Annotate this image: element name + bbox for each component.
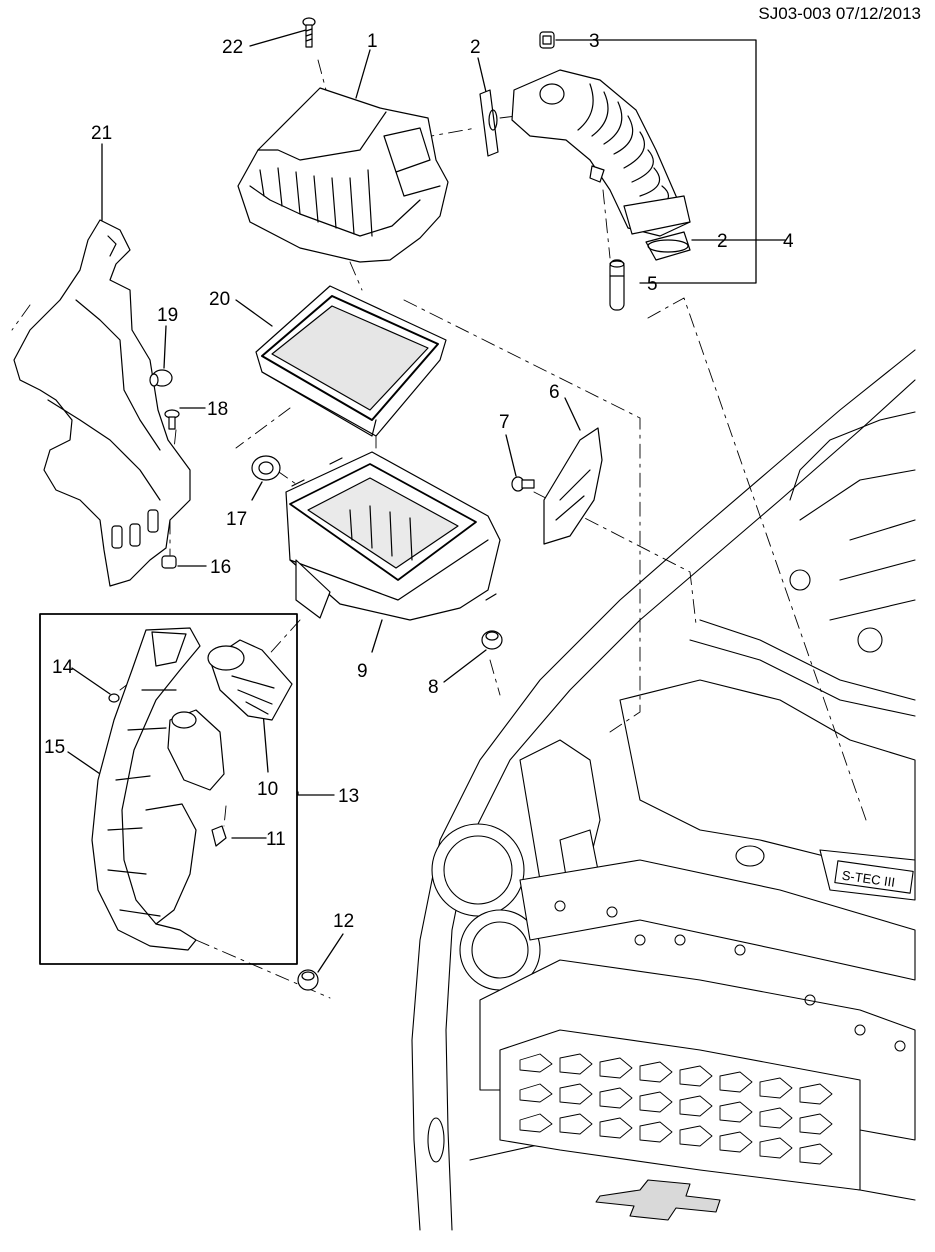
part-3-sensor xyxy=(539,31,555,49)
callout-7: 7 xyxy=(499,412,510,433)
part-7-bolt xyxy=(511,476,535,492)
callout-16: 16 xyxy=(210,557,232,578)
leader-lines xyxy=(67,29,786,973)
reference-code: SJ03-003 07/12/2013 xyxy=(758,4,921,23)
callout-8: 8 xyxy=(428,677,439,698)
callout-18: 18 xyxy=(207,399,229,420)
callout-13: 13 xyxy=(338,786,360,807)
air-intake-duct xyxy=(511,69,691,237)
part-15-inlet-duct xyxy=(91,627,201,951)
part-14-plug xyxy=(108,693,120,703)
vehicle-front-end xyxy=(411,349,916,1231)
grille-badge-text: S-TEC III xyxy=(841,868,896,890)
part-10-coupler xyxy=(207,639,293,721)
callout-21: 21 xyxy=(91,123,113,144)
callout-3: 3 xyxy=(589,31,600,52)
part-6-shield xyxy=(543,427,603,545)
callout-6: 6 xyxy=(549,382,560,403)
callout-4: 4 xyxy=(783,231,794,252)
part-21-bracket xyxy=(13,219,191,587)
part-11-pin xyxy=(211,825,227,847)
callout-10: 10 xyxy=(257,779,279,800)
callout-1: 1 xyxy=(367,31,378,52)
callout-2-lower: 2 xyxy=(717,231,728,252)
part-5-hose xyxy=(609,259,625,311)
part-20-air-filter xyxy=(255,285,447,437)
callout-12: 12 xyxy=(333,911,355,932)
callout-19: 19 xyxy=(157,305,179,326)
callout-14: 14 xyxy=(52,657,74,678)
callout-9: 9 xyxy=(357,661,368,682)
part-1-air-cleaner-cover xyxy=(237,87,449,263)
part-12-grommet xyxy=(297,969,319,991)
callout-2-upper: 2 xyxy=(470,37,481,58)
callout-5: 5 xyxy=(647,274,658,295)
part-2-clamp-lower xyxy=(645,231,691,261)
callout-22: 22 xyxy=(222,37,244,58)
part-2-clamp-upper xyxy=(479,89,499,157)
part-19-grommet xyxy=(149,369,173,387)
callout-20: 20 xyxy=(209,289,231,310)
part-17-grommet xyxy=(251,455,281,481)
callout-11: 11 xyxy=(266,829,286,850)
resonator xyxy=(167,709,225,791)
part-18-screw xyxy=(164,409,180,430)
part-9-lower-housing xyxy=(285,451,501,621)
part-22-screw xyxy=(302,17,316,48)
part-16-nut xyxy=(161,555,177,569)
part-8-grommet xyxy=(481,630,503,650)
callout-15: 15 xyxy=(44,737,66,758)
assembly-13-box xyxy=(39,613,298,965)
callout-17: 17 xyxy=(226,509,248,530)
